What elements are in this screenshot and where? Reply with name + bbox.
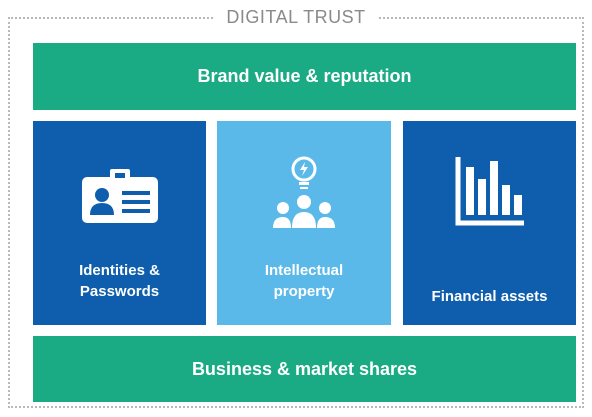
business-market-label: Business & market shares bbox=[191, 358, 418, 379]
card-intellectual-property: Intellectual property bbox=[217, 121, 391, 325]
card-identities: Identities & Passwords bbox=[33, 121, 206, 325]
card-identities-line1: Identities & bbox=[79, 262, 160, 279]
team-idea-icon bbox=[273, 156, 335, 228]
card-intellectual-line2: property bbox=[273, 283, 335, 300]
card-intellectual-line1: Intellectual bbox=[264, 262, 344, 279]
card-identities-label: Identities & Passwords bbox=[33, 260, 206, 302]
card-financial-assets: Financial assets bbox=[403, 121, 576, 325]
id-card-icon bbox=[81, 169, 158, 223]
brand-value-bar: Brand value & reputation bbox=[33, 43, 576, 110]
frame-title: DIGITAL TRUST bbox=[214, 7, 378, 27]
card-identities-line2: Passwords bbox=[79, 283, 160, 300]
brand-value-label: Brand value & reputation bbox=[197, 66, 412, 86]
card-intellectual-label: Intellectual property bbox=[217, 260, 391, 302]
bar-chart-icon bbox=[455, 157, 524, 226]
card-financial-label: Financial assets bbox=[431, 288, 548, 305]
business-market-bar: Business & market shares bbox=[33, 336, 576, 402]
